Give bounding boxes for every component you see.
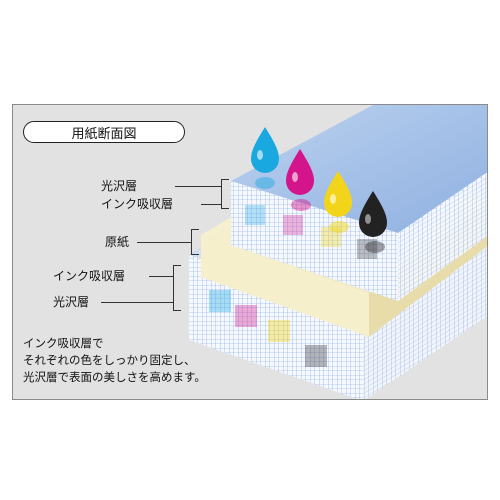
leader-line: [137, 242, 191, 243]
caption-line: それぞれの色をしっかり固定し、: [23, 353, 196, 367]
label-gloss-layer-bottom: 光沢層: [53, 295, 90, 309]
ink-drop-icon: [359, 191, 387, 253]
diagram-title: 用紙断面図: [23, 121, 185, 143]
label-ink-layer-bottom: インク吸収層: [53, 269, 126, 283]
ink-drop-icon: [286, 149, 314, 211]
cross-section-panel: 用紙断面図 光沢層 インク吸収層 原紙 インク吸収層 光沢層 インク吸収層で そ…: [12, 104, 488, 400]
label-ink-layer-top: インク吸収層: [101, 197, 174, 211]
ink-drop-icon: [251, 127, 279, 189]
bracket-base-paper: [191, 229, 199, 255]
leader-line: [101, 302, 173, 303]
leader-line: [201, 204, 221, 205]
bracket-top-layers: [221, 179, 229, 209]
bracket-bottom-layers: [173, 265, 181, 311]
caption-text: インク吸収層で それぞれの色をしっかり固定し、 光沢層で表面の美しさを高めます。: [23, 335, 206, 386]
leader-line: [149, 276, 173, 277]
caption-line: インク吸収層で: [23, 336, 104, 350]
label-gloss-layer-top: 光沢層: [101, 179, 138, 193]
label-base-paper: 原紙: [105, 235, 130, 249]
paper-cross-section-illustration: [189, 105, 487, 399]
leader-line: [175, 186, 221, 187]
caption-line: 光沢層で表面の美しさを高めます。: [23, 370, 206, 384]
ink-drop-icon: [324, 171, 352, 233]
